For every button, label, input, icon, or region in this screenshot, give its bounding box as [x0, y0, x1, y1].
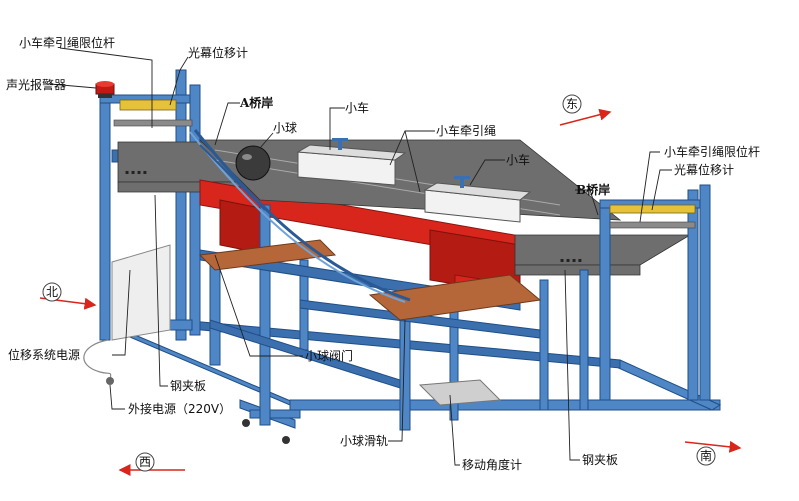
svg-text:▪ ▪ ▪ ▪: ▪ ▪ ▪ ▪ — [125, 169, 147, 176]
angle-meter-plate — [418, 379, 502, 406]
label-rope-limit-rod-right: 小车牵引绳限位杆 — [664, 144, 760, 159]
leader-lines — [49, 47, 672, 466]
label-clamp-right: 钢夹板 — [582, 453, 618, 467]
cart-1 — [296, 138, 407, 186]
label-light-curtain-left: 光幕位移计 — [188, 45, 248, 60]
label-angle-meter: 移动角度计 — [462, 457, 522, 472]
power-cable — [83, 339, 112, 381]
direction-west: 西 — [118, 452, 185, 476]
label-ball-valve: 小球阀门 — [305, 348, 353, 363]
cart-2 — [423, 176, 532, 223]
svg-text:北: 北 — [46, 285, 58, 299]
ball-icon — [235, 145, 271, 181]
svg-text:南: 南 — [700, 448, 712, 463]
label-clamp-left: 钢夹板 — [170, 379, 206, 393]
ball-rail — [189, 129, 411, 303]
rope-limit-rod-right — [609, 221, 696, 229]
label-displacement-power: 位移系统电源 — [8, 347, 80, 362]
light-curtain-meter-left — [119, 99, 177, 111]
label-cart-mid: 小车 — [506, 152, 530, 167]
label-rope-limit-rod-left: 小车牵引绳限位杆 — [19, 35, 115, 50]
left-tower — [99, 69, 203, 341]
wheel — [282, 436, 290, 444]
label-light-curtain-right: 光幕位移计 — [674, 162, 734, 177]
label-external-power: 外接电源（220V） — [128, 401, 231, 416]
alarm-icon — [95, 81, 115, 98]
direction-south: 南 — [684, 440, 742, 466]
label-bridge-b: B桥岸 — [576, 182, 610, 197]
label-ball-rail: 小球滑轨 — [340, 434, 388, 448]
label-bridge-a: A桥岸 — [239, 95, 273, 110]
rope-limit-rod-left — [113, 119, 193, 127]
wheel — [242, 419, 250, 427]
label-alarm: 声光报警器 — [6, 77, 66, 92]
svg-text:▪ ▪ ▪ ▪: ▪ ▪ ▪ ▪ — [560, 257, 582, 264]
direction-north: 北 — [39, 282, 97, 310]
label-cart-top: 小车 — [345, 100, 369, 115]
label-rope: 小车牵引绳 — [436, 123, 496, 138]
wood-platform-right — [368, 274, 542, 321]
plug-icon — [106, 377, 114, 385]
direction-east: 东 — [559, 94, 612, 126]
svg-text:东: 东 — [566, 97, 578, 111]
label-ball: 小球 — [273, 121, 297, 135]
svg-text:西: 西 — [139, 455, 151, 469]
displacement-power-box — [111, 244, 171, 341]
